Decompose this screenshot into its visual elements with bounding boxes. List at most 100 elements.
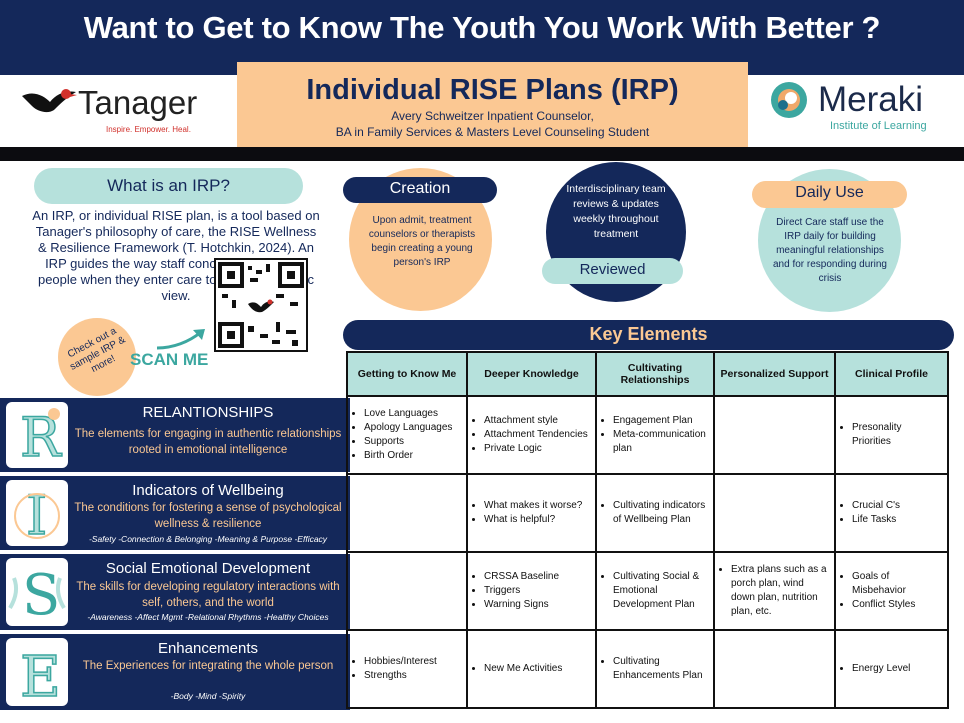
table-cell: Attachment styleAttachment TendenciesPri…	[466, 395, 597, 475]
meraki-subtitle: Institute of Learning	[830, 120, 927, 132]
list-item: Attachment Tendencies	[484, 428, 589, 442]
table-cell: Crucial C'sLife Tasks	[834, 473, 949, 553]
list-item: Warning Signs	[484, 598, 589, 612]
list-item: Hobbies/Interest	[364, 655, 460, 669]
table-cell: Goals of MisbehaviorConflict Styles	[834, 551, 949, 631]
col-header: Personalized Support	[713, 351, 836, 397]
enhancements-letter-icon: E	[6, 638, 68, 711]
cell-list: Cultivating Social & Emotional Developme…	[603, 570, 707, 612]
table-cell: What makes it worse?What is helpful?	[466, 473, 597, 553]
list-item: Energy Level	[852, 662, 941, 676]
row-tags-enhancements: -Body -Mind -Spirity	[170, 691, 246, 701]
key-elements-title: Key Elements	[589, 324, 708, 344]
list-item: Attachment style	[484, 414, 589, 428]
cell-list: What makes it worse?What is helpful?	[474, 499, 589, 527]
degree-line: BA in Family Services & Masters Level Co…	[335, 125, 650, 139]
row-title-enhancements: Enhancements	[157, 640, 259, 657]
table-row: What makes it worse?What is helpful? Cult…	[346, 473, 949, 553]
table-cell: Extra plans such as a porch plan, wind d…	[713, 551, 836, 631]
what-is-pill	[34, 168, 303, 204]
svg-text:E: E	[20, 645, 61, 706]
author-line: Avery Schweitzer Inpatient Counselor,	[391, 109, 594, 123]
table-row: CRSSA BaselineTriggersWarning Signs Culti…	[346, 551, 949, 631]
row-title-social-emotional: Social Emotional Development	[105, 560, 311, 577]
table-cell	[346, 473, 468, 553]
list-item: Private Logic	[484, 442, 589, 456]
list-item: Love Languages	[364, 407, 460, 421]
list-item: Engagement Plan	[613, 414, 707, 428]
list-item: Presonality Priorities	[852, 421, 941, 449]
col-header: Clinical Profile	[834, 351, 949, 397]
wellbeing-letter-icon: I	[6, 480, 68, 548]
check-out-circle	[58, 318, 136, 396]
arrow-icon	[156, 329, 205, 350]
list-item: What is helpful?	[484, 513, 589, 527]
col-header: Getting to Know Me	[346, 351, 468, 397]
daily-use-text: Direct Care staff use the IRP daily for …	[773, 217, 887, 284]
tanager-bird-icon	[22, 89, 77, 113]
list-item: Triggers	[484, 584, 589, 598]
cell-list: CRSSA BaselineTriggersWarning Signs	[474, 570, 589, 612]
table-cell	[713, 473, 836, 553]
list-item: Goals of Misbehavior	[852, 570, 941, 598]
tanager-tagline: Inspire. Empower. Heal.	[106, 125, 191, 134]
divider-stripe	[0, 147, 964, 161]
cell-list: New Me Activities	[474, 662, 589, 676]
row-desc-wellbeing: The conditions for fostering a sense of …	[74, 502, 342, 530]
cell-list: Attachment styleAttachment TendenciesPri…	[474, 414, 589, 456]
svg-text:I: I	[26, 484, 47, 546]
list-item: Crucial C's	[852, 499, 941, 513]
scan-me-label: SCAN ME	[130, 350, 209, 369]
list-item: Life Tasks	[852, 513, 941, 527]
list-item: Cultivating Social & Emotional Developme…	[613, 570, 707, 612]
row-tags-wellbeing: -Safety -Connection & Belonging -Meaning…	[88, 534, 328, 544]
list-item: Conflict Styles	[852, 598, 941, 612]
social-emotional-letter-icon: S	[6, 558, 68, 628]
list-item: Cultivating Enhancements Plan	[613, 655, 707, 683]
col-header: Deeper Knowledge	[466, 351, 597, 397]
table-header-row: Getting to Know Me Deeper Knowledge Cult…	[346, 351, 949, 397]
daily-use-label: Daily Use	[795, 184, 864, 201]
table-cell: Cultivating Enhancements Plan	[595, 629, 715, 709]
table-cell: Love LanguagesApology LanguagesSupportsB…	[346, 395, 468, 475]
creation-pill	[343, 177, 497, 203]
list-item: Birth Order	[364, 449, 460, 463]
list-item: Meta-communication plan	[613, 428, 707, 456]
creation-text: Upon admit, treatment counselors or ther…	[368, 215, 476, 268]
table-cell: Presonality Priorities	[834, 395, 949, 475]
reviewed-pill	[542, 258, 683, 284]
creation-label: Creation	[389, 180, 451, 197]
qr-code-icon	[218, 262, 304, 348]
row-tags-social-emotional: -Awareness -Affect Mgmt -Relational Rhyt…	[87, 612, 329, 622]
row-title-wellbeing: Indicators of Wellbeing	[132, 482, 284, 499]
qr-code[interactable]	[214, 258, 308, 352]
key-elements-bar	[343, 320, 954, 350]
table-cell: Energy Level	[834, 629, 949, 709]
meraki-logo-text: Meraki	[818, 80, 924, 119]
svg-text:S: S	[22, 563, 60, 626]
cell-list: Goals of MisbehaviorConflict Styles	[842, 570, 941, 612]
cell-list: Engagement PlanMeta-communication plan	[603, 414, 707, 456]
relationships-letter-icon: R	[6, 402, 68, 470]
row-title-relationships: RELANTIONSHIPS	[142, 404, 274, 421]
row-desc-social-emotional: The skills for developing regulatory int…	[76, 581, 340, 609]
list-item: Cultivating indicators of Wellbeing Plan	[613, 499, 707, 527]
col-header: Cultivating Relationships	[595, 351, 715, 397]
table-row: Hobbies/InterestStrengths New Me Activiti…	[346, 629, 949, 709]
table-row: Love LanguagesApology LanguagesSupportsB…	[346, 395, 949, 475]
row-desc-enhancements: The Experiences for integrating the whol…	[82, 660, 334, 672]
table-cell: Engagement PlanMeta-communication plan	[595, 395, 715, 475]
list-item: New Me Activities	[484, 662, 589, 676]
table-body: Love LanguagesApology LanguagesSupportsB…	[346, 395, 949, 709]
cell-list: Extra plans such as a porch plan, wind d…	[721, 563, 828, 619]
what-is-title: What is an IRP?	[107, 176, 230, 195]
cell-list: Presonality Priorities	[842, 421, 941, 449]
table-cell	[713, 629, 836, 709]
list-item: Apology Languages	[364, 421, 460, 435]
table-cell	[713, 395, 836, 475]
row-desc-relationships: The elements for engaging in authentic r…	[74, 428, 342, 456]
cell-list: Energy Level	[842, 662, 941, 676]
list-item: Strengths	[364, 669, 460, 683]
table-cell: Cultivating Social & Emotional Developme…	[595, 551, 715, 631]
list-item: Extra plans such as a porch plan, wind d…	[731, 563, 828, 619]
